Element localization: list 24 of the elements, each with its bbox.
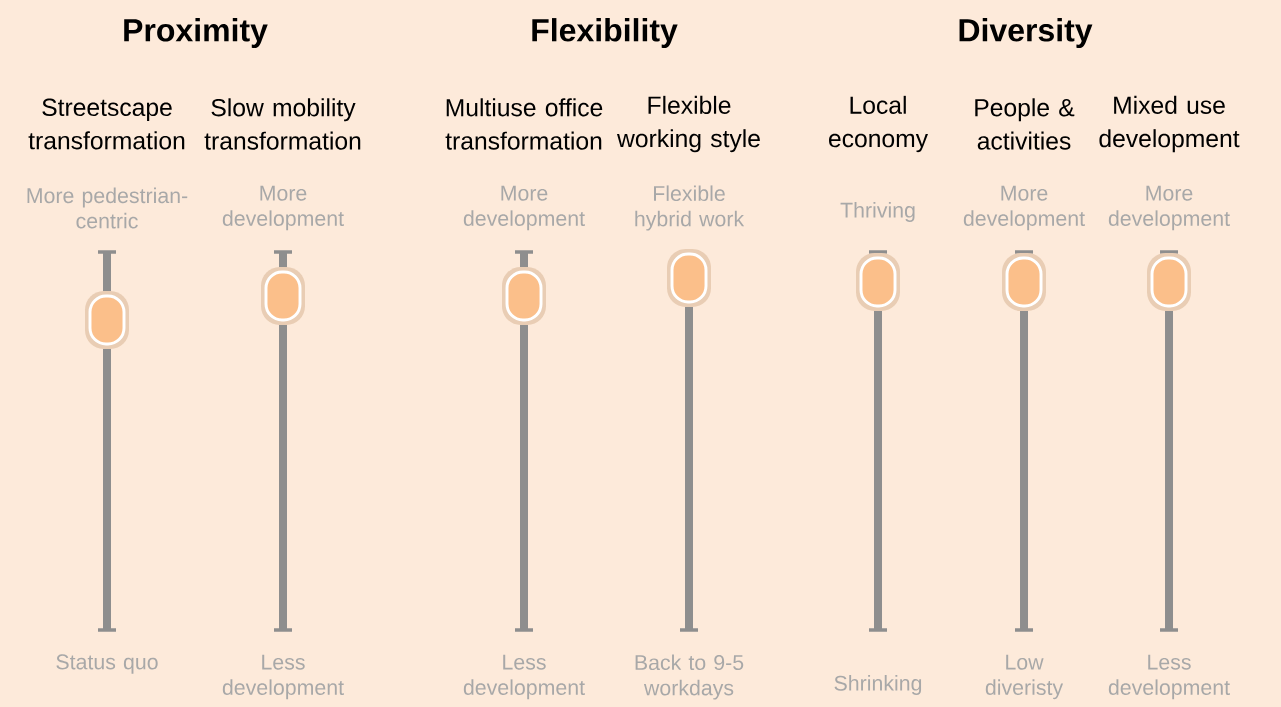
slider-title: Multiuse office transformation — [445, 98, 603, 150]
scale-label: More pedestrian-centric — [27, 187, 188, 229]
scale-label: More development — [963, 185, 1085, 231]
scale-label: Shrinking — [834, 675, 922, 695]
scale-label: Low diveristy — [985, 654, 1064, 700]
scale-label: Status quo — [56, 654, 158, 674]
slider-title: Slow mobility transformation — [204, 98, 361, 150]
scale-label: Less development — [1108, 654, 1230, 700]
scale-label: Less development — [463, 654, 585, 700]
group-heading: Diversity — [959, 18, 1093, 48]
slider-title: Streetscape transformation — [28, 98, 185, 150]
scale-label: Thriving — [840, 202, 915, 222]
scale-label: Flexible hybrid work — [635, 185, 745, 231]
scale-label: Back to 9-5 workdays — [635, 654, 744, 700]
slider-title: Flexible working style — [617, 95, 760, 153]
slider-title: Local economy — [829, 95, 928, 153]
slider-title: People & activities — [975, 98, 1075, 150]
scale-label: More development — [1108, 185, 1230, 231]
slider-title: Mixed use development — [1099, 95, 1240, 153]
scale-label: More development — [463, 185, 585, 231]
group-heading: Proximity — [124, 18, 268, 48]
scale-label: More development — [222, 185, 344, 231]
scale-label: Less development — [222, 654, 344, 700]
group-heading: Flexibility — [532, 18, 678, 48]
